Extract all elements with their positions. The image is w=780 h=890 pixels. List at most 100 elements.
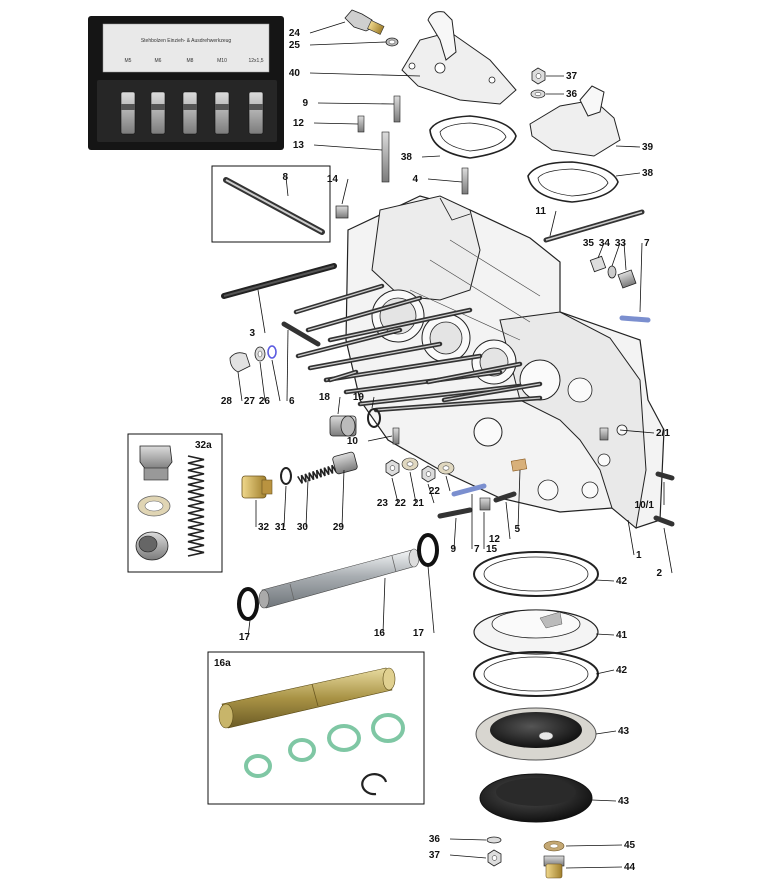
leader-line xyxy=(449,838,487,841)
callout-c10a: 10 xyxy=(347,436,359,447)
leader-line xyxy=(286,329,289,402)
oil-pressure-switch xyxy=(344,9,385,35)
callout-c12a: 12 xyxy=(293,118,305,129)
stud-12-lower xyxy=(493,491,517,503)
tool-case-bits xyxy=(120,91,264,135)
tool-bit xyxy=(248,91,264,135)
washer-22a xyxy=(401,457,419,471)
callout-c2: 2 xyxy=(656,568,662,579)
leader-line xyxy=(453,517,457,550)
case-stud xyxy=(305,295,423,333)
callout-c42a: 42 xyxy=(616,576,628,587)
callout-c3: 3 xyxy=(249,328,255,339)
callout-c43b: 43 xyxy=(618,796,630,807)
callout-c29: 29 xyxy=(333,522,345,533)
gasket-42-top xyxy=(473,551,599,597)
tool-case-size-label: M6 xyxy=(155,58,162,64)
leader-line xyxy=(259,361,266,402)
seal-ring-25 xyxy=(385,37,399,47)
callout-c38a: 38 xyxy=(401,152,413,163)
plug-15 xyxy=(479,497,491,511)
spring-30 xyxy=(297,463,338,484)
case-stud xyxy=(307,341,443,371)
callout-c31: 31 xyxy=(275,522,287,533)
leader-line xyxy=(257,289,266,334)
stud-9-lower xyxy=(437,507,473,519)
nut-37-bottom xyxy=(487,849,502,867)
callout-c30: 30 xyxy=(297,522,309,533)
leader-line xyxy=(505,501,511,540)
stud-11 xyxy=(543,209,645,243)
leader-line xyxy=(595,579,615,582)
leader-line xyxy=(313,122,359,125)
callout-c26: 26 xyxy=(259,396,271,407)
bolt-8-box xyxy=(211,165,331,243)
box-32a-plug xyxy=(139,445,173,481)
leader-line xyxy=(639,242,643,313)
callout-c35: 35 xyxy=(583,238,595,249)
callout-c16: 16 xyxy=(374,628,386,639)
callout-c40: 40 xyxy=(289,68,301,79)
stud-10-1 xyxy=(655,471,675,481)
callout-c27: 27 xyxy=(244,396,256,407)
case-stud xyxy=(295,327,403,359)
washer-36-top xyxy=(530,89,546,99)
gasket-38-right xyxy=(527,161,619,203)
leader-lines xyxy=(237,21,673,869)
seal-31 xyxy=(280,467,292,485)
leader-line xyxy=(549,210,557,237)
leader-line xyxy=(283,485,287,528)
leader-line xyxy=(623,242,627,271)
leader-line xyxy=(565,844,623,847)
leader-line xyxy=(317,102,395,105)
long-stud-8 xyxy=(223,177,325,235)
callout-c34: 34 xyxy=(599,238,611,249)
box-16a-circlip xyxy=(361,773,388,796)
callout-c45: 45 xyxy=(624,840,636,851)
leader-line xyxy=(663,527,673,574)
stud-4 xyxy=(461,167,469,195)
callout-c23: 23 xyxy=(377,498,389,509)
o-ring-17-right xyxy=(417,533,439,567)
leader-line xyxy=(271,359,281,402)
strainer-41 xyxy=(473,609,599,655)
tool-bit xyxy=(182,91,198,135)
nut-37-top xyxy=(531,67,546,85)
leader-line xyxy=(627,519,635,556)
case-through-studs xyxy=(293,283,543,413)
callout-c13: 13 xyxy=(293,140,305,151)
box-16a-tube xyxy=(218,667,396,729)
case-stud xyxy=(327,369,359,383)
leader-line xyxy=(595,730,617,735)
leader-line xyxy=(595,669,615,675)
callout-c28: 28 xyxy=(221,396,233,407)
washer-22b xyxy=(437,461,455,475)
dowel-7-top xyxy=(619,315,651,323)
stud-2-1 xyxy=(599,427,609,441)
o-ring-26 xyxy=(267,345,277,359)
case-stud xyxy=(373,395,543,413)
callout-c4: 4 xyxy=(412,174,418,185)
callout-c10-1: 10/1 xyxy=(635,500,655,511)
callout-c9a: 9 xyxy=(302,98,308,109)
tool-case-title: Stehbolzen Einzieh- & Ausdrehwerkzeug xyxy=(141,38,232,44)
leader-line xyxy=(391,477,399,504)
sump-plate-43-outer xyxy=(479,773,593,823)
box-32a-title: 32a xyxy=(195,440,212,451)
stud-6 xyxy=(281,321,321,347)
plug-35 xyxy=(589,255,607,273)
nut-23 xyxy=(385,459,400,477)
tool-case-size-label: M10 xyxy=(217,58,227,64)
stud-12-top xyxy=(357,115,365,133)
leader-line xyxy=(427,483,435,504)
callout-c36b: 36 xyxy=(429,834,441,845)
callout-c38b: 38 xyxy=(642,168,654,179)
callout-c41: 41 xyxy=(616,630,628,641)
callout-c39: 39 xyxy=(642,142,654,153)
oil-tube-16 xyxy=(258,548,420,609)
leader-line xyxy=(445,475,451,492)
tool-case-size-label: M5 xyxy=(125,58,132,64)
callout-c5: 5 xyxy=(514,524,520,535)
callout-c15: 15 xyxy=(486,544,498,555)
leader-line xyxy=(427,178,463,183)
